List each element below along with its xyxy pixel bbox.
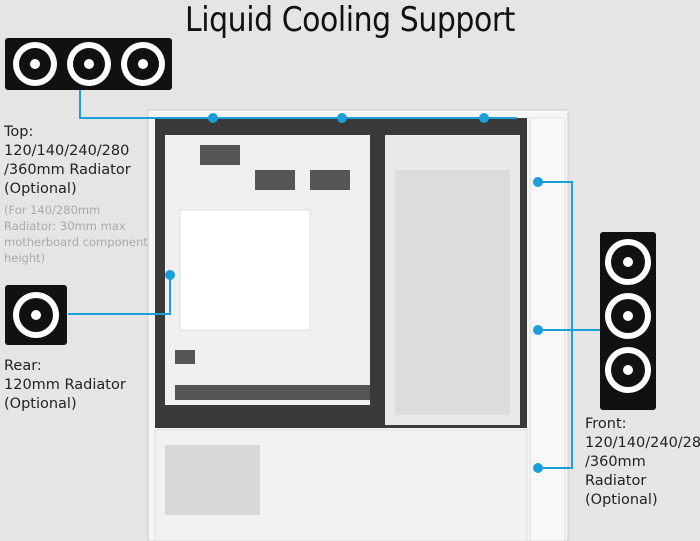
top-radiator-note: (For 140/280mm Radiator: 30mm max mother… [4,202,148,266]
front-radiator-icon [600,232,656,410]
note-line: Radiator: 30mm max [4,219,126,233]
rear-optional: (Optional) [4,396,77,412]
top-heading: Top: [4,124,34,140]
rear-heading: Rear: [4,358,42,374]
front-sizes: 120/140/240/280 [585,435,700,451]
front-optional: (Optional) [585,492,658,508]
top-sizes: 120/140/240/280 [4,143,130,159]
rear-radiator-icon [5,285,67,345]
front-sizes-2: /360mm Radiator [585,454,647,489]
front-radiator-label: Front: 120/140/240/280 /360mm Radiator (… [585,415,700,510]
top-radiator-label: Top: 120/140/240/280 /360mm Radiator (Op… [4,123,131,199]
top-sizes-2: /360mm Radiator [4,162,131,178]
pc-case [147,109,569,541]
top-radiator-icon [5,38,172,90]
note-line: motherboard component [4,235,148,249]
front-heading: Front: [585,416,627,432]
connector-lines [68,90,600,469]
top-optional: (Optional) [4,181,77,197]
note-line: (For 140/280mm [4,203,101,217]
rear-radiator-label: Rear: 120mm Radiator (Optional) [4,357,126,414]
mount-point-dots [165,113,543,473]
rear-sizes: 120mm Radiator [4,377,126,393]
note-line: height) [4,251,46,265]
page-title: Liquid Cooling Support [185,0,515,40]
